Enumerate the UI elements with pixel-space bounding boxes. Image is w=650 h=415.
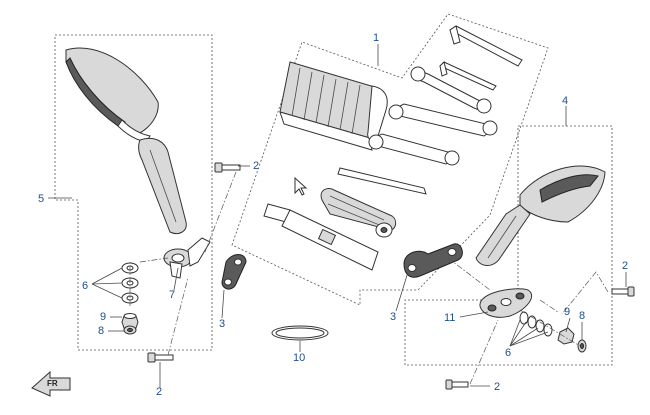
- nut-left: [121, 313, 139, 329]
- base-plate-right: [479, 288, 533, 318]
- clamp-right: [403, 243, 463, 278]
- nut-right: [557, 327, 575, 345]
- callout-2: 2: [253, 160, 260, 172]
- cap-left: [123, 325, 137, 335]
- open-wrench-3: [368, 133, 460, 166]
- callout-2: 2: [156, 386, 163, 398]
- cap-right: [577, 339, 587, 353]
- front-direction-arrow-icon: [31, 370, 71, 397]
- callout-6: 6: [505, 347, 512, 359]
- tool-kit-group-box: [231, 13, 549, 306]
- open-wrench-1: [410, 66, 492, 114]
- bolt-top-left: [214, 162, 241, 173]
- clamp-left: [221, 254, 247, 290]
- callout-6: 6: [82, 280, 89, 292]
- screwdriver-handle: [320, 187, 397, 238]
- callout-3: 3: [390, 311, 397, 323]
- callout-7: 7: [169, 289, 176, 301]
- mirror-adapter: [163, 237, 211, 279]
- callout-3: 3: [219, 318, 226, 330]
- callout-9: 9: [100, 311, 107, 323]
- bolt-right-lower: [445, 379, 469, 390]
- callout-8: 8: [579, 310, 586, 322]
- callout-9: 9: [564, 306, 571, 318]
- hex-key-large: [449, 25, 523, 67]
- cross-screwdriver: [263, 203, 379, 271]
- callout-11: 11: [444, 312, 456, 324]
- right-mirror: [475, 165, 606, 266]
- callout-1: 1: [373, 32, 380, 44]
- hex-key-small: [439, 61, 497, 91]
- bolt-bottom-left: [147, 352, 174, 363]
- left-mirror: [65, 47, 187, 235]
- front-arrow-label: FR: [47, 379, 58, 388]
- callout-2: 2: [494, 381, 501, 393]
- callout-2: 2: [622, 260, 629, 272]
- callout-10: 10: [293, 352, 306, 364]
- arrow-cursor-icon: [294, 176, 308, 196]
- screwdriver-bit: [337, 167, 427, 195]
- left-mirror-group-box: [54, 34, 213, 351]
- callout-5: 5: [38, 193, 45, 205]
- callout-8: 8: [98, 325, 105, 337]
- open-wrench-2: [388, 103, 498, 137]
- o-ring: [271, 325, 329, 341]
- callout-4: 4: [562, 95, 569, 107]
- bolt-right-upper: [611, 286, 635, 297]
